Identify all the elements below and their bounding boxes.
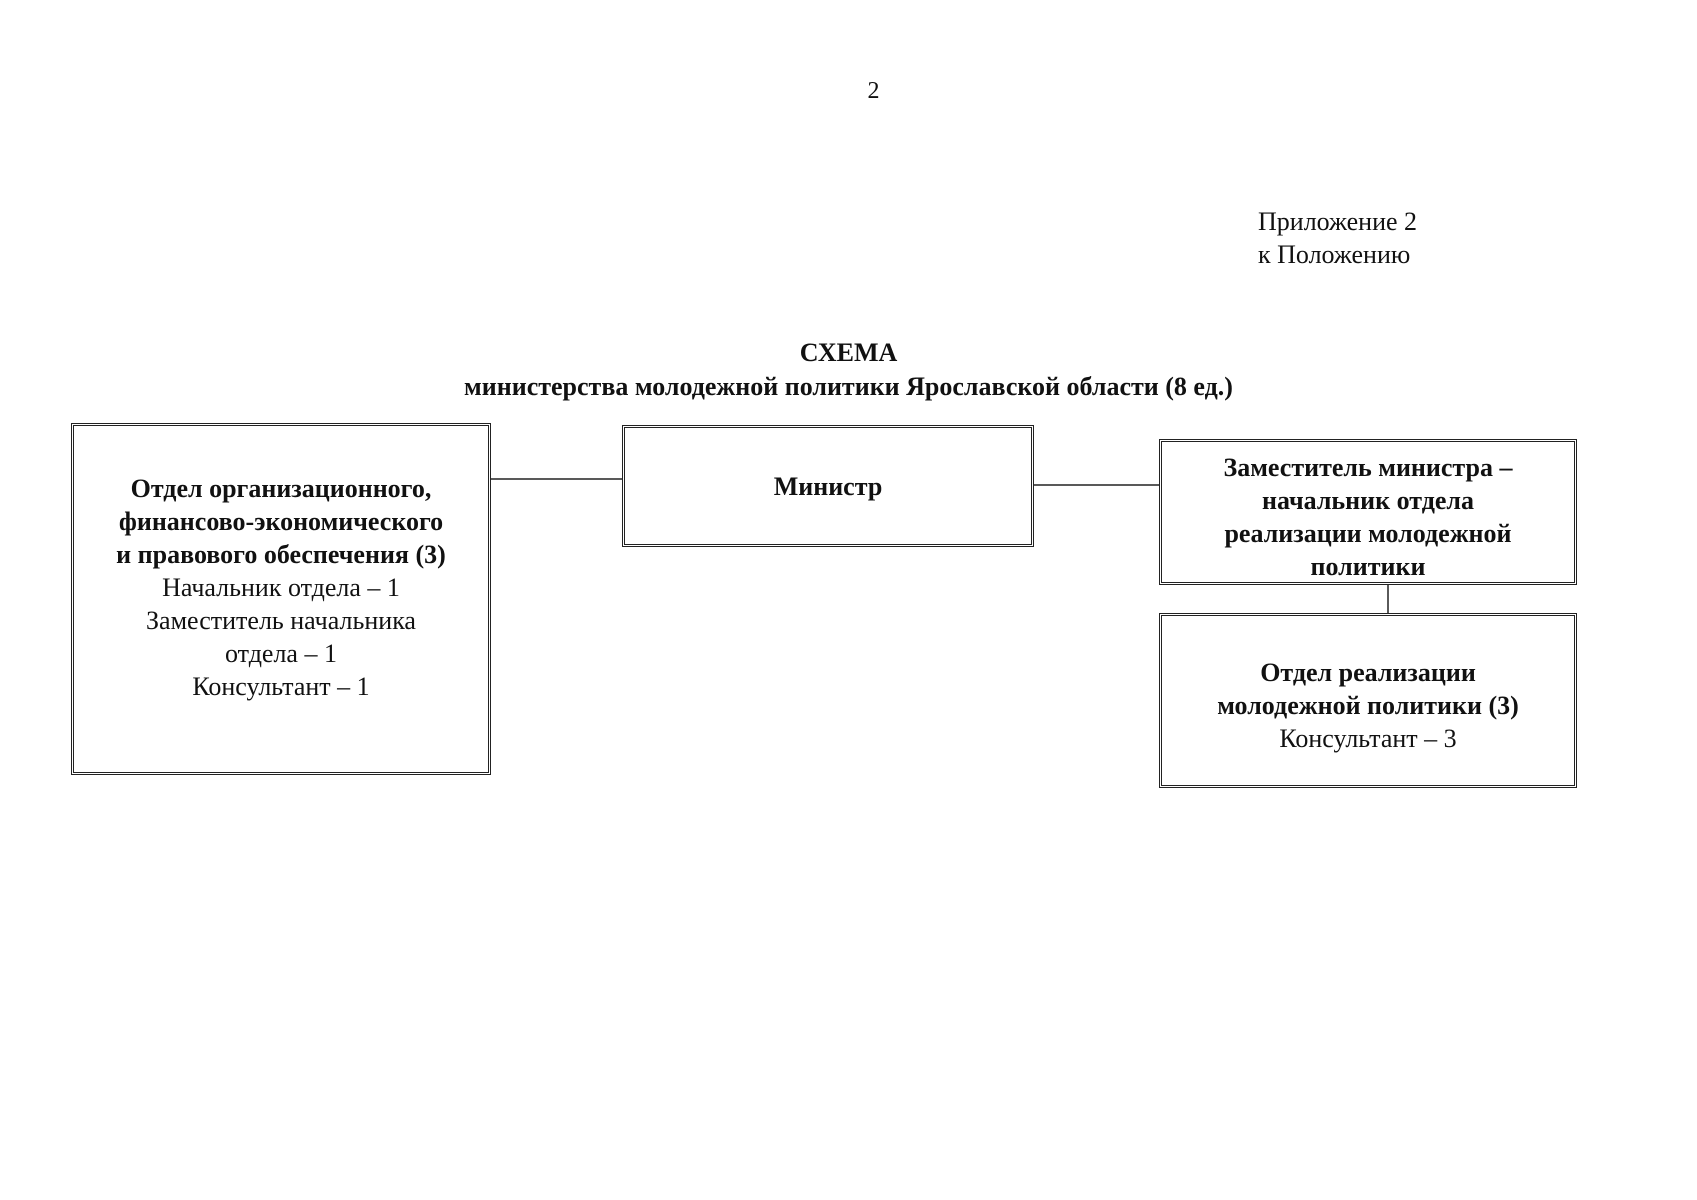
minister-title: Министр	[773, 472, 883, 501]
deputy-title-line-4: политики	[1310, 552, 1426, 581]
deputy-title-line-3: реализации молодежной	[1224, 519, 1512, 548]
dept-youth-title-line-1: Отдел реализации	[1260, 658, 1476, 687]
appendix-line-2: к Положению	[1258, 240, 1411, 269]
dept-org-staff-line-2: Заместитель начальника	[146, 606, 416, 635]
diagram-subtitle: министерства молодежной политики Ярослав…	[464, 372, 1233, 401]
diagram-heading: СХЕМА министерства молодежной политики Я…	[0, 336, 1697, 404]
deputy-title-line-1: Заместитель министра –	[1223, 453, 1513, 482]
deputy-title-line-2: начальник отдела	[1262, 486, 1474, 515]
diagram-title: СХЕМА	[799, 338, 898, 367]
page-number: 2	[867, 78, 880, 104]
dept-org-title-line-3: и правового обеспечения (3)	[116, 540, 446, 569]
box-department-youth-policy: Отдел реализации молодежной политики (3)…	[1159, 613, 1577, 788]
dept-org-staff-line-3: отдела – 1	[225, 639, 337, 668]
box-minister: Министр	[622, 425, 1034, 547]
dept-org-staff-line-4: Консультант – 1	[192, 672, 370, 701]
dept-org-title-line-2: финансово-экономического	[118, 507, 444, 536]
dept-youth-staff-line-1: Консультант – 3	[1279, 724, 1457, 753]
appendix-note: Приложение 2 к Положению	[1258, 205, 1417, 271]
box-department-org-finance-legal: Отдел организационного, финансово-эконом…	[71, 423, 491, 775]
appendix-line-1: Приложение 2	[1258, 207, 1418, 236]
dept-org-staff-line-1: Начальник отдела – 1	[162, 573, 400, 602]
dept-youth-title-line-2: молодежной политики (3)	[1217, 691, 1519, 720]
dept-org-title-line-1: Отдел организационного,	[130, 474, 432, 503]
box-deputy-minister: Заместитель министра – начальник отдела …	[1159, 439, 1577, 585]
